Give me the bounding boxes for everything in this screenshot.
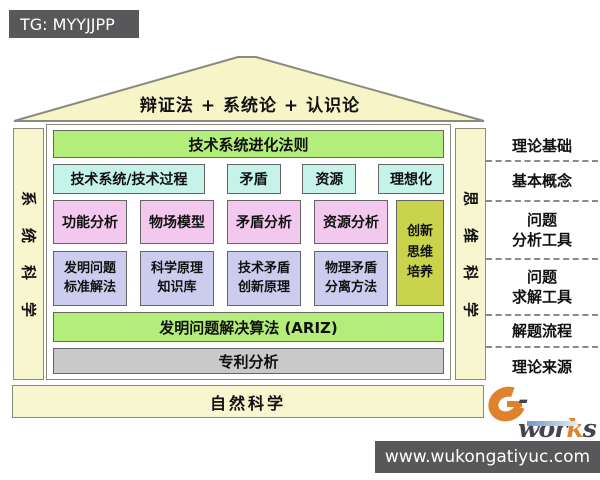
innovation-box: 创新 思维 培养	[396, 200, 444, 306]
roof-shape	[13, 56, 485, 122]
category-label: 基本概念	[486, 162, 598, 202]
eworks-underline	[527, 421, 577, 426]
concept-box: 技术系统/技术过程	[53, 164, 205, 194]
eworks-logo-text: -works	[518, 385, 597, 443]
category-label: 问题 求解工具	[486, 260, 598, 316]
concept-box: 资源	[302, 164, 357, 194]
main-panel: 技术系统进化法则 技术系统/技术过程 矛盾 资源 理想化 功能分析 物场模型 矛…	[46, 124, 451, 380]
analysis-row: 功能分析 物场模型 矛盾分析 资源分析	[53, 200, 388, 244]
roof-label: 辩证法 + 系统论 + 认识论	[139, 96, 361, 116]
concepts-row: 技术系统/技术过程 矛盾 资源 理想化	[53, 164, 444, 194]
category-label: 理论基础	[486, 132, 598, 162]
watermark-url-bar: www.wukongatiyuc.com	[375, 441, 600, 473]
solving-box: 发明问题 标准解法	[53, 251, 127, 306]
pillar-left-label: 系统科学	[19, 190, 37, 339]
pillar-left: 系统科学	[13, 128, 44, 380]
category-labels: 理论基础 基本概念 问题 分析工具 问题 求解工具 解题流程 理论来源	[486, 132, 598, 386]
evolution-bar: 技术系统进化法则	[53, 130, 444, 158]
eworks-logo: -works	[482, 380, 599, 443]
watermark-tag: TG: MYYJJPP	[9, 10, 139, 38]
tools-section: 功能分析 物场模型 矛盾分析 资源分析 发明问题 标准解法 科学原理 知识库 技…	[53, 200, 444, 306]
solving-box: 物理矛盾 分离方法	[314, 251, 388, 306]
foundation-bar: 自然科学	[12, 385, 484, 418]
pillar-right: 思维科学	[455, 128, 486, 380]
concept-box: 理想化	[377, 164, 444, 194]
analysis-box: 矛盾分析	[227, 200, 301, 244]
category-label: 解题流程	[486, 316, 598, 348]
analysis-box: 物场模型	[140, 200, 214, 244]
category-label: 理论来源	[511, 357, 572, 376]
analysis-box: 资源分析	[314, 200, 388, 244]
concept-box: 矛盾	[226, 164, 281, 194]
patent-bar: 专利分析	[53, 348, 444, 374]
ariz-bar: 发明问题解决算法 (ARIZ)	[53, 312, 444, 342]
solving-box: 科学原理 知识库	[140, 251, 214, 306]
eworks-swoosh-bar	[507, 401, 522, 407]
solving-box: 技术矛盾 创新原理	[227, 251, 301, 306]
solving-row: 发明问题 标准解法 科学原理 知识库 技术矛盾 创新原理 物理矛盾 分离方法	[53, 251, 388, 306]
pillar-right-label: 思维科学	[461, 190, 479, 339]
category-label: 问题 分析工具	[486, 202, 598, 260]
analysis-box: 功能分析	[53, 200, 127, 244]
